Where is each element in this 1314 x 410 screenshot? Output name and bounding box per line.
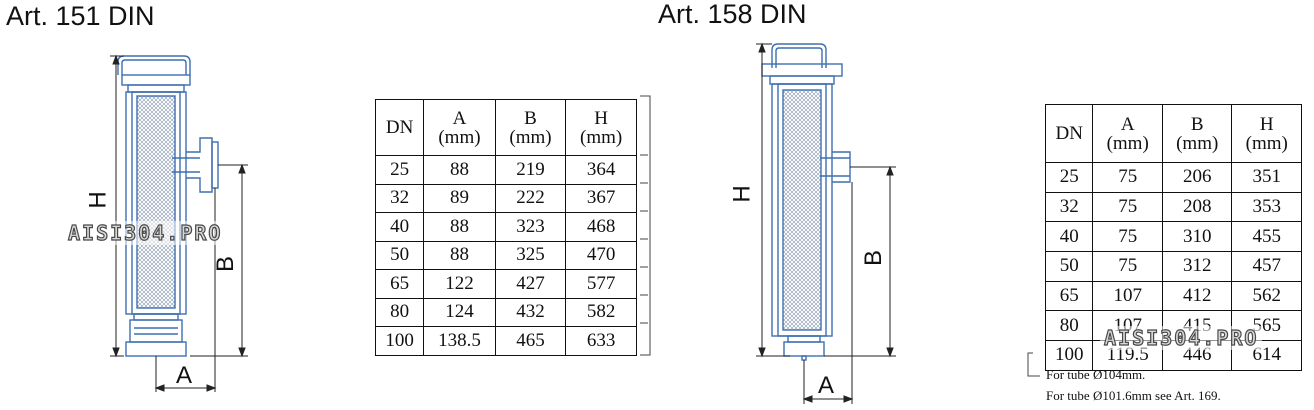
right-h-label: H [728, 185, 756, 203]
table-cell: 32 [1044, 191, 1094, 223]
table-cell: 89 [423, 183, 496, 213]
table-cell: 40 [1044, 221, 1094, 253]
col-h: H(mm) [1231, 104, 1302, 163]
table-cell: 40 [374, 212, 425, 242]
table-cell: 25 [374, 155, 425, 185]
left-b-label: B [212, 255, 240, 273]
art158-filter-drawing [761, 43, 851, 361]
table-cell: 312 [1161, 251, 1233, 282]
table-cell: 455 [1231, 221, 1302, 253]
table-cell: 325 [494, 240, 567, 270]
table-cell: 633 [565, 326, 637, 356]
table-cell: 88 [423, 240, 496, 270]
table-cell: 32 [374, 183, 425, 213]
table-cell: 100 [1044, 340, 1094, 371]
col-dn: DN [1044, 104, 1094, 163]
watermark-right: AISI304.PRO [1100, 325, 1263, 351]
left-a-label: A [176, 362, 193, 389]
right-a-label: A [818, 372, 835, 399]
table-cell: 75 [1092, 162, 1163, 193]
col-h: H(mm) [565, 99, 637, 156]
table-cell: 310 [1161, 221, 1233, 253]
table-cell: 50 [374, 240, 425, 270]
table-cell: 468 [565, 212, 637, 242]
art151-filter-drawing [117, 55, 219, 357]
right-b-label: B [860, 249, 888, 267]
left-h-label: H [84, 191, 112, 209]
table-cell: 65 [1044, 280, 1094, 312]
table-cell: 75 [1092, 221, 1163, 253]
table-cell: 122 [423, 269, 496, 299]
table-cell: 367 [565, 183, 637, 213]
table-cell: 351 [1231, 162, 1302, 193]
table-cell: 107 [1092, 280, 1163, 312]
table-cell: 457 [1231, 251, 1302, 282]
table-cell: 364 [565, 155, 637, 185]
table-cell: 88 [423, 212, 496, 242]
col-dn: DN [374, 99, 425, 156]
left-title: Art. 151 DIN [6, 1, 155, 31]
col-a: A(mm) [1092, 104, 1163, 163]
table-cell: 465 [494, 326, 567, 356]
table-cell: 427 [494, 269, 567, 299]
table-header-row: DN A(mm) B(mm) H(mm) [374, 99, 637, 156]
table-cell: 80 [374, 297, 425, 327]
footnote-2: For tube Ø101.6mm see Art. 169. [1046, 388, 1221, 403]
table-cell: 432 [494, 297, 567, 327]
table-cell: 138.5 [423, 326, 496, 356]
table-cell: 124 [423, 297, 496, 327]
table-cell: 222 [494, 183, 567, 213]
col-b: B(mm) [1161, 104, 1233, 163]
col-a: A(mm) [423, 99, 496, 156]
table-cell: 582 [565, 297, 637, 327]
table-cell: 323 [494, 212, 567, 242]
table-cell: 100 [374, 326, 425, 356]
table-cell: 562 [1231, 280, 1302, 312]
table-cell: 25 [1044, 162, 1094, 193]
table-cell: 65 [374, 269, 425, 299]
table-cell: 88 [423, 155, 496, 185]
watermark-left: AISI304.PRO [64, 220, 227, 246]
table-cell: 412 [1161, 280, 1233, 312]
col-b: B(mm) [494, 99, 567, 156]
table-header-row: DN A(mm) B(mm) H(mm) [1044, 104, 1302, 163]
table-cell: 577 [565, 269, 637, 299]
table-cell: 219 [494, 155, 567, 185]
table-brackets [640, 95, 1040, 377]
table-cell: 353 [1231, 191, 1302, 223]
right-title: Art. 158 DIN [658, 0, 807, 29]
table-cell: 206 [1161, 162, 1233, 193]
art158-dimension-lines [756, 42, 896, 404]
table-cell: 75 [1092, 191, 1163, 223]
table-cell: 80 [1044, 310, 1094, 342]
footnote-1: For tube Ø104mm. [1046, 367, 1146, 382]
table-cell: 470 [565, 240, 637, 270]
table-cell: 50 [1044, 251, 1094, 282]
table-cell: 208 [1161, 191, 1233, 223]
table-cell: 75 [1092, 251, 1163, 282]
